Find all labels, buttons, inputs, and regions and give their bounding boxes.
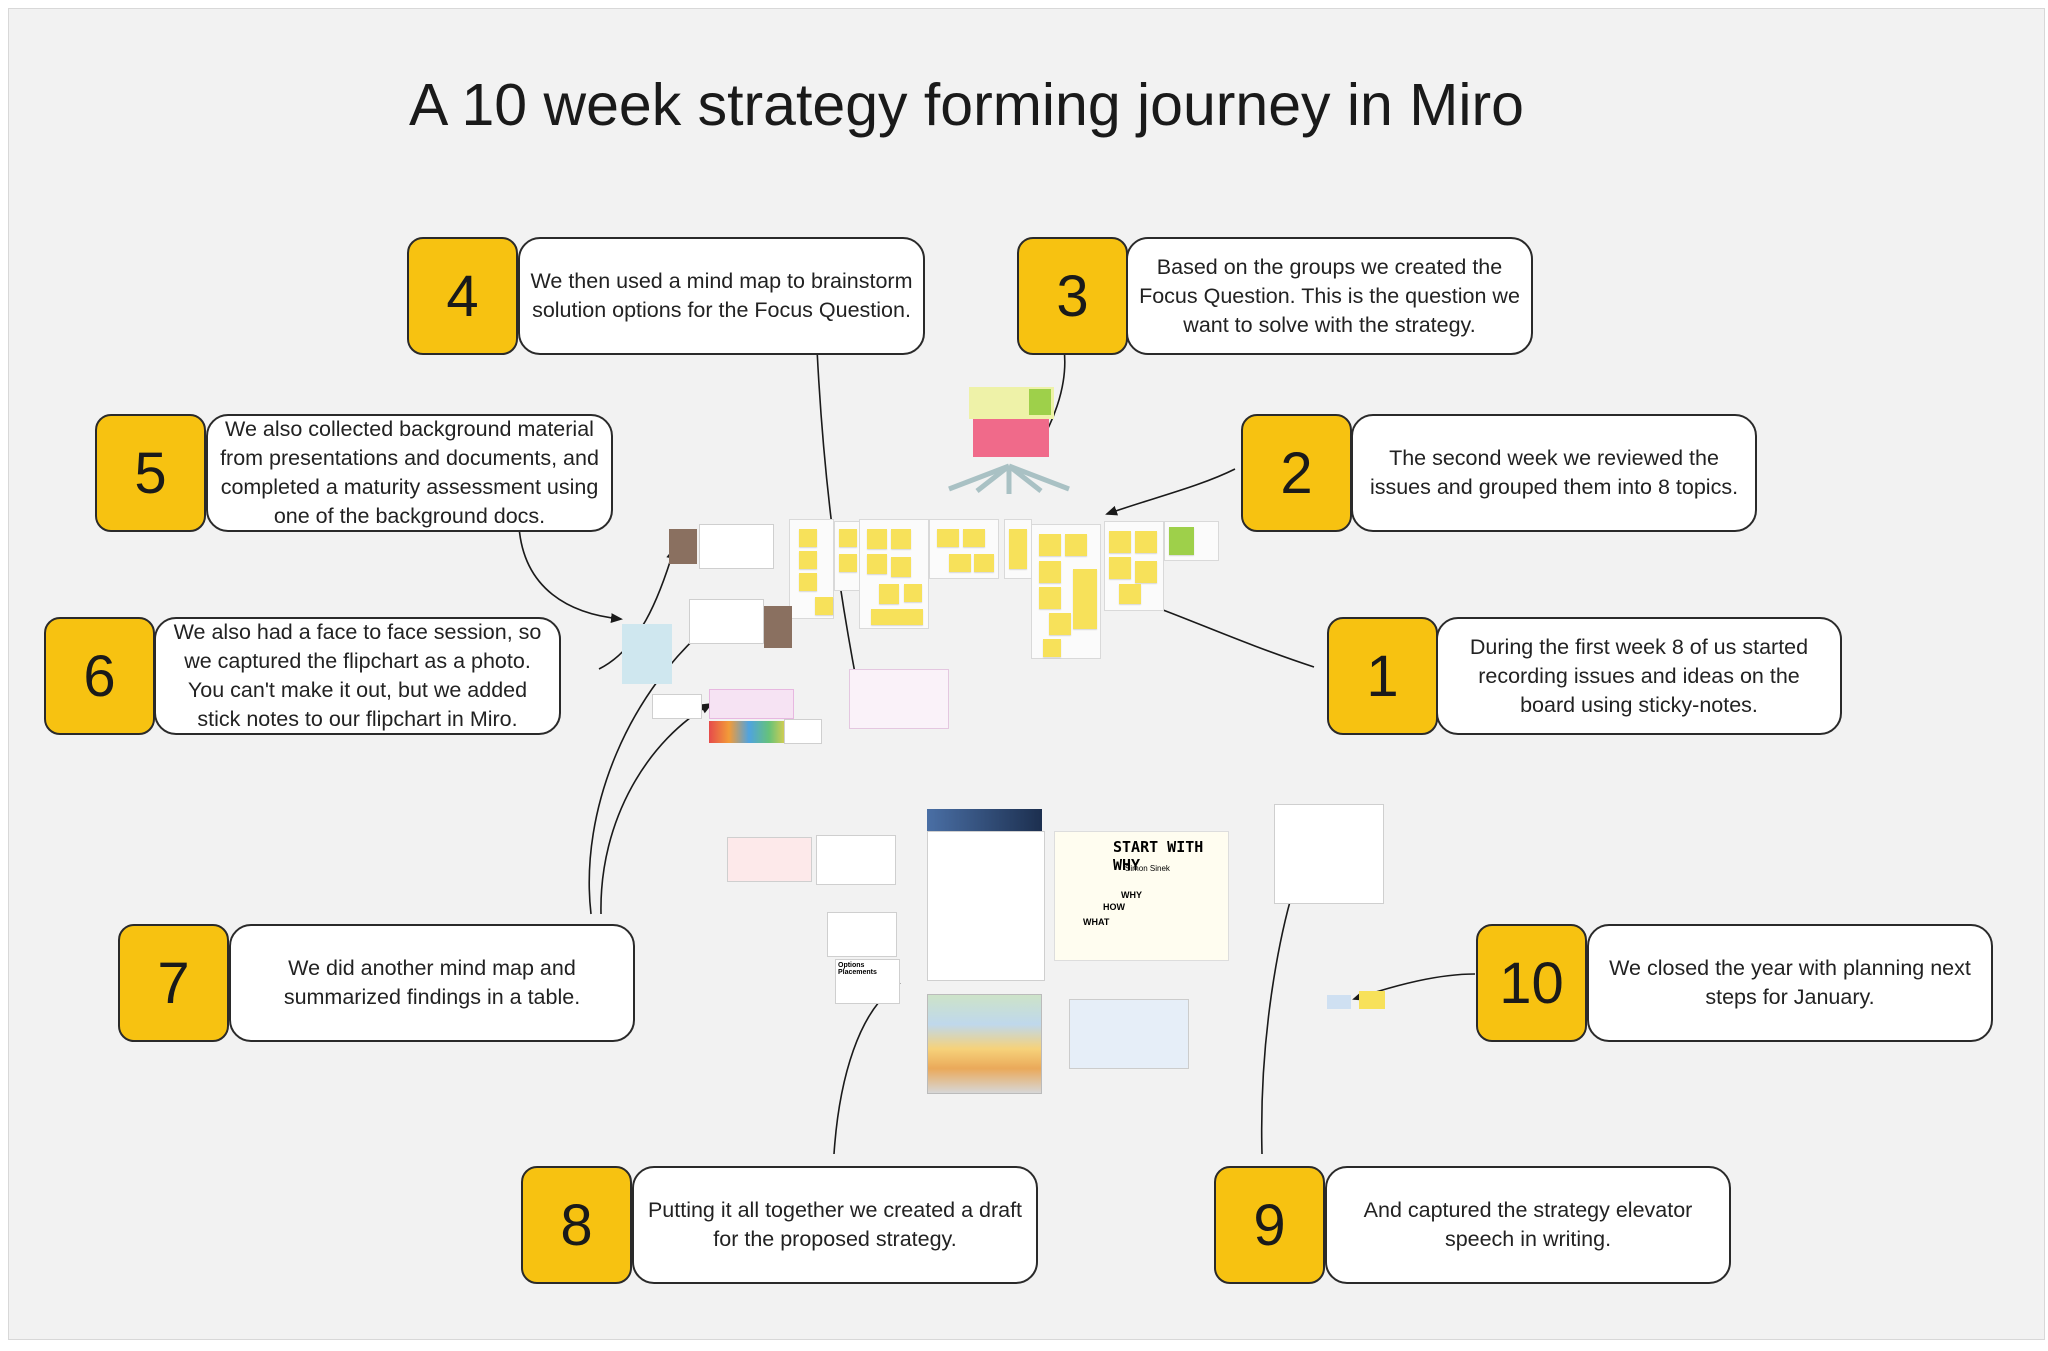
sticky-note[interactable] [974, 554, 994, 572]
sketchnote-title: START WITH WHY [1113, 838, 1204, 874]
sticky-note[interactable] [1073, 569, 1097, 629]
sketchnote-word-what: WHAT [1083, 917, 1110, 927]
flipchart-photo-thumb[interactable] [669, 529, 697, 564]
findings-table-thumb[interactable] [816, 835, 896, 885]
next-steps-icon[interactable] [1327, 995, 1351, 1009]
step-6-callout[interactable]: We also had a face to face session, so w… [154, 617, 561, 735]
step-6-badge[interactable]: 6 [44, 617, 155, 735]
findings-slide-thumb[interactable] [727, 837, 812, 882]
sticky-note[interactable] [937, 529, 959, 547]
sticky-note[interactable] [891, 529, 911, 549]
sticky-note[interactable] [839, 554, 857, 572]
sticky-note[interactable] [1135, 561, 1157, 583]
sketchnote-word-how: HOW [1103, 902, 1125, 912]
sticky-note-green[interactable] [1169, 527, 1194, 555]
assessment-table-thumb[interactable] [827, 912, 897, 957]
mind-map-thumb[interactable] [849, 669, 949, 729]
step-7-badge[interactable]: 7 [118, 924, 229, 1042]
connector-7b [600, 703, 713, 915]
connector-4 [816, 348, 861, 686]
sticky-note[interactable] [867, 529, 887, 549]
connector-7a [588, 617, 719, 915]
sketchnote-thumb[interactable]: START WITH WHY Simon Sinek WHAT HOW WHY [1054, 831, 1229, 961]
focus-question-cluster[interactable] [969, 387, 1054, 462]
step-1-badge[interactable]: 1 [1327, 617, 1438, 735]
sketchnote-word-why: WHY [1121, 890, 1142, 900]
board-title: A 10 week strategy forming journey in Mi… [409, 72, 1524, 138]
connector-5 [518, 526, 623, 624]
step-3-callout[interactable]: Based on the groups we created the Focus… [1126, 237, 1533, 355]
sticky-note[interactable] [1039, 561, 1061, 583]
sticky-note[interactable] [1039, 587, 1061, 609]
step-3-badge[interactable]: 3 [1017, 237, 1128, 355]
step-1-callout[interactable]: During the first week 8 of us started re… [1436, 617, 1842, 735]
miro-board-canvas[interactable]: A 10 week strategy forming journey in Mi… [8, 8, 2045, 1340]
sticky-note[interactable] [815, 597, 833, 615]
sticky-note[interactable] [799, 551, 817, 569]
background-doc-thumb[interactable] [699, 524, 774, 569]
sticky-note[interactable] [839, 529, 857, 547]
sticky-note[interactable] [1009, 529, 1027, 569]
sticky-note[interactable] [1049, 613, 1071, 635]
sticky-note[interactable] [1135, 531, 1157, 553]
sticky-note[interactable] [963, 529, 985, 547]
strategy-draft-table-thumb[interactable] [927, 994, 1042, 1094]
sticky-note[interactable] [904, 584, 922, 602]
pink-chart-thumb[interactable] [709, 689, 794, 719]
sticky-note[interactable] [799, 573, 817, 591]
step-4-callout[interactable]: We then used a mind map to brainstorm so… [518, 237, 925, 355]
color-grid-thumb[interactable] [709, 721, 789, 743]
step-2-callout[interactable]: The second week we reviewed the issues a… [1351, 414, 1757, 532]
sticky-note[interactable] [879, 584, 899, 604]
step-5-callout[interactable]: We also collected background material fr… [206, 414, 613, 532]
flipchart-photo-thumb-2[interactable] [764, 606, 792, 648]
focus-question-branches [948, 463, 1070, 494]
step-9-badge[interactable]: 9 [1214, 1166, 1325, 1284]
sticky-note[interactable] [1039, 534, 1061, 556]
step-7-callout[interactable]: We did another mind map and summarized f… [229, 924, 635, 1042]
connector-2 [1105, 468, 1236, 516]
sticky-note[interactable] [1119, 584, 1141, 604]
options-placements-thumb[interactable]: Options Placements [835, 959, 900, 1004]
presentation-thumb[interactable] [622, 624, 672, 684]
sketchnote-author: Simon Sinek [1125, 864, 1170, 873]
sticky-note[interactable] [1109, 557, 1131, 579]
step-2-badge[interactable]: 2 [1241, 414, 1352, 532]
sticky-note[interactable] [891, 557, 911, 577]
strategy-draft-text-thumb[interactable] [927, 831, 1045, 981]
sticky-note[interactable] [1043, 639, 1061, 657]
radar-chart-thumb[interactable] [1069, 999, 1189, 1069]
small-doc-thumb-2[interactable] [784, 719, 822, 744]
step-9-callout[interactable]: And captured the strategy elevator speec… [1325, 1166, 1731, 1284]
step-5-badge[interactable]: 5 [95, 414, 206, 532]
step-10-badge[interactable]: 10 [1476, 924, 1587, 1042]
sticky-note[interactable] [867, 554, 887, 574]
maturity-assessment-thumb[interactable] [689, 599, 764, 644]
step-4-badge[interactable]: 4 [407, 237, 518, 355]
options-heading: Options Placements [838, 962, 877, 976]
step-8-badge[interactable]: 8 [521, 1166, 632, 1284]
connector-6 [598, 547, 676, 670]
sticky-note[interactable] [1109, 531, 1131, 553]
banner-image-thumb[interactable] [927, 809, 1042, 831]
sticky-note[interactable] [949, 554, 971, 572]
step-8-callout[interactable]: Putting it all together we created a dra… [632, 1166, 1038, 1284]
elevator-speech-doc-thumb[interactable] [1274, 804, 1384, 904]
small-doc-thumb[interactable] [652, 694, 702, 719]
sticky-note[interactable] [799, 529, 817, 547]
step-10-callout[interactable]: We closed the year with planning next st… [1587, 924, 1993, 1042]
sticky-note[interactable] [871, 609, 923, 625]
next-steps-sticky[interactable] [1359, 991, 1385, 1009]
sticky-note[interactable] [1065, 534, 1087, 556]
connector-8 [833, 982, 901, 1155]
